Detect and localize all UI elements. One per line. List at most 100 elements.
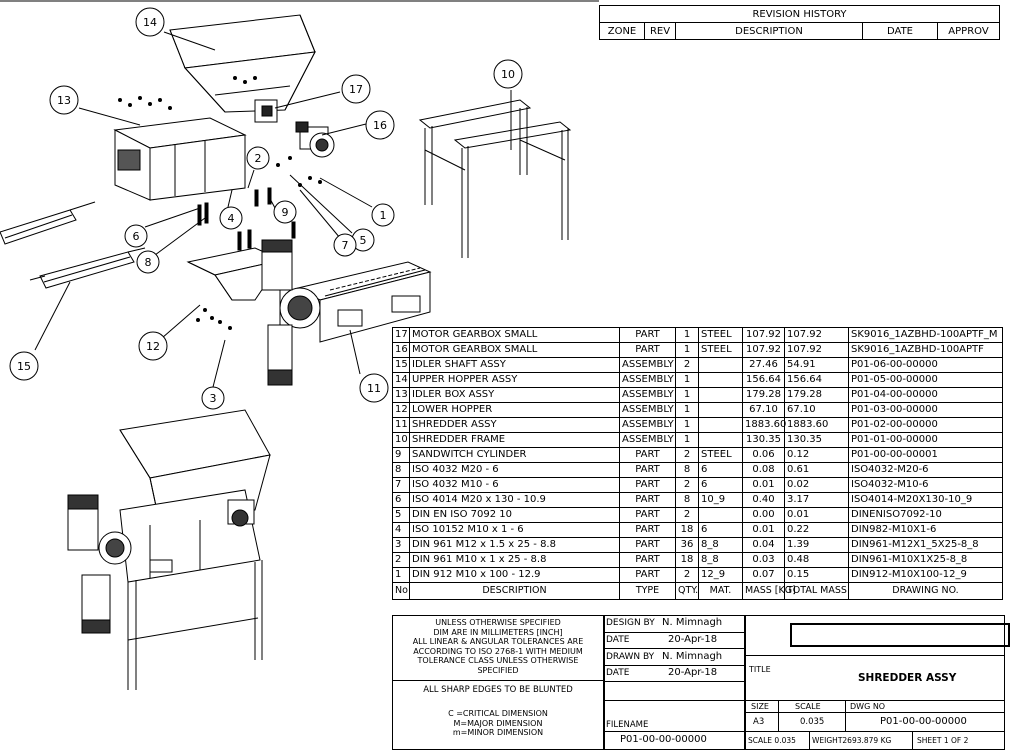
design-by-label: DESIGN BY xyxy=(606,618,655,628)
bom-cell-qty: 8 xyxy=(675,462,699,478)
dwg-no-label: DWG NO xyxy=(850,702,886,711)
bom-cell-mass: 67.10 xyxy=(742,402,785,418)
bom-cell-drawing: P01-06-00-00000 xyxy=(848,357,1003,373)
balloon-number: 1 xyxy=(380,209,387,222)
bom-cell-no: 13 xyxy=(392,387,410,403)
bom-header-description: DESCRIPTION xyxy=(409,582,620,600)
bom-cell-total: 130.35 xyxy=(784,432,849,448)
bom-cell-type: PART xyxy=(619,342,676,358)
bom-cell-total: 107.92 xyxy=(784,327,849,343)
bom-cell-no: 4 xyxy=(392,522,410,538)
balloon-number: 4 xyxy=(228,212,235,225)
bom-cell-description: SANDWITCH CYLINDER xyxy=(409,447,620,463)
shredder-frame-drawing xyxy=(418,99,572,258)
bom-cell-description: DIN 961 M12 x 1.5 x 25 - 8.8 xyxy=(409,537,620,553)
drawn-date-value: 20-Apr-18 xyxy=(668,667,718,678)
bom-header-no: No xyxy=(392,582,410,600)
bom-cell-mass: 0.04 xyxy=(742,537,785,553)
bom-cell-drawing: P01-03-00-00000 xyxy=(848,402,1003,418)
bom-cell-qty: 2 xyxy=(675,477,699,493)
bom-cell-total: 1.39 xyxy=(784,537,849,553)
bom-cell-mass: 1883.60 xyxy=(742,417,786,433)
balloon-number: 9 xyxy=(282,206,289,219)
bom-cell-mat: STEEL xyxy=(698,447,743,463)
bom-cell-description: DIN 912 M10 x 100 - 12.9 xyxy=(409,567,620,583)
idler-shaft-drawing xyxy=(0,201,146,289)
bom-cell-description: MOTOR GEARBOX SMALL xyxy=(409,342,620,358)
bom-cell-drawing: P01-01-00-00000 xyxy=(848,432,1003,448)
bom-cell-description: MOTOR GEARBOX SMALL xyxy=(409,327,620,343)
balloon-number: 14 xyxy=(143,16,157,29)
bom-cell-type: ASSEMBLY xyxy=(619,432,676,448)
balloon-circle xyxy=(246,146,270,170)
balloon-number: 8 xyxy=(145,256,152,269)
bom-cell-no: 2 xyxy=(392,552,410,568)
bom-cell-drawing: P01-02-00-00000 xyxy=(848,417,1003,433)
bom-header-mat: MAT. xyxy=(698,582,743,600)
bom-cell-drawing: ISO4014-M20X130-10_9 xyxy=(848,492,1003,508)
bom-cell-no: 11 xyxy=(392,417,410,433)
bom-cell-qty: 8 xyxy=(675,492,699,508)
bom-cell-type: PART xyxy=(619,447,676,463)
bom-cell-mass: 0.06 xyxy=(742,447,785,463)
balloon-number: 12 xyxy=(146,340,160,353)
bom-cell-description: ISO 4014 M20 x 130 - 10.9 xyxy=(409,492,620,508)
bom-cell-no: 10 xyxy=(392,432,410,448)
fasteners-drawing xyxy=(118,76,322,330)
size-label: SIZE xyxy=(751,702,769,711)
bom-cell-drawing: ISO4032-M10-6 xyxy=(848,477,1003,493)
bom-cell-total: 107.92 xyxy=(784,342,849,358)
bom-cell-total: 0.02 xyxy=(784,477,849,493)
bom-cell-qty: 2 xyxy=(675,507,699,523)
bom-header-qty: QTY. xyxy=(675,582,699,600)
bom-cell-total: 1883.60 xyxy=(784,417,849,433)
bom-cell-mass: 0.00 xyxy=(742,507,785,523)
revision-history-table: REVISION HISTORY ZONE REV DESCRIPTION DA… xyxy=(599,5,1000,40)
bom-cell-mat xyxy=(698,387,743,403)
bom-cell-drawing: ISO4032-M20-6 xyxy=(848,462,1003,478)
bom-cell-description: DIN 961 M10 x 1 x 25 - 8.8 xyxy=(409,552,620,568)
bom-cell-mat: 12_9 xyxy=(698,567,743,583)
bom-cell-mass: 0.40 xyxy=(742,492,785,508)
bom-cell-qty: 2 xyxy=(675,567,699,583)
bom-cell-mat xyxy=(698,432,743,448)
bom-cell-no: 1 xyxy=(392,567,410,583)
bom-cell-total: 156.64 xyxy=(784,372,849,388)
bom-cell-total: 0.01 xyxy=(784,507,849,523)
bom-cell-total: 67.10 xyxy=(784,402,849,418)
bom-cell-type: ASSEMBLY xyxy=(619,387,676,403)
bom-cell-qty: 2 xyxy=(675,447,699,463)
balloon-circle xyxy=(333,233,357,257)
bom-cell-description: DIN EN ISO 7092 10 xyxy=(409,507,620,523)
assembled-view-drawing xyxy=(67,409,271,690)
bom-cell-drawing: P01-00-00-00001 xyxy=(848,447,1003,463)
rev-header-rev: REV xyxy=(644,22,676,40)
bom-cell-type: PART xyxy=(619,552,676,568)
bom-cell-type: PART xyxy=(619,327,676,343)
bom-cell-mass: 0.01 xyxy=(742,522,785,538)
balloon-number: 10 xyxy=(501,68,515,81)
bom-cell-no: 17 xyxy=(392,327,410,343)
balloon-number: 2 xyxy=(255,152,262,165)
bom-cell-type: ASSEMBLY xyxy=(619,357,676,373)
balloon-number: 6 xyxy=(133,230,140,243)
bom-cell-no: 16 xyxy=(392,342,410,358)
balloon-circle xyxy=(136,250,160,274)
balloon-circle xyxy=(273,200,297,224)
bom-cell-drawing: DINENISO7092-10 xyxy=(848,507,1003,523)
bom-cell-drawing: DIN961-M12X1_5X25-8_8 xyxy=(848,537,1003,553)
note-line: UNLESS OTHERWISE SPECIFIED xyxy=(435,618,561,627)
bom-cell-description: SHREDDER ASSY xyxy=(409,417,620,433)
bom-cell-mass: 27.46 xyxy=(742,357,785,373)
bom-cell-mass: 0.08 xyxy=(742,462,785,478)
design-date-label: DATE xyxy=(606,635,630,645)
balloon-number: 11 xyxy=(367,382,381,395)
bom-cell-qty: 1 xyxy=(675,372,699,388)
bom-cell-mat: STEEL xyxy=(698,327,743,343)
